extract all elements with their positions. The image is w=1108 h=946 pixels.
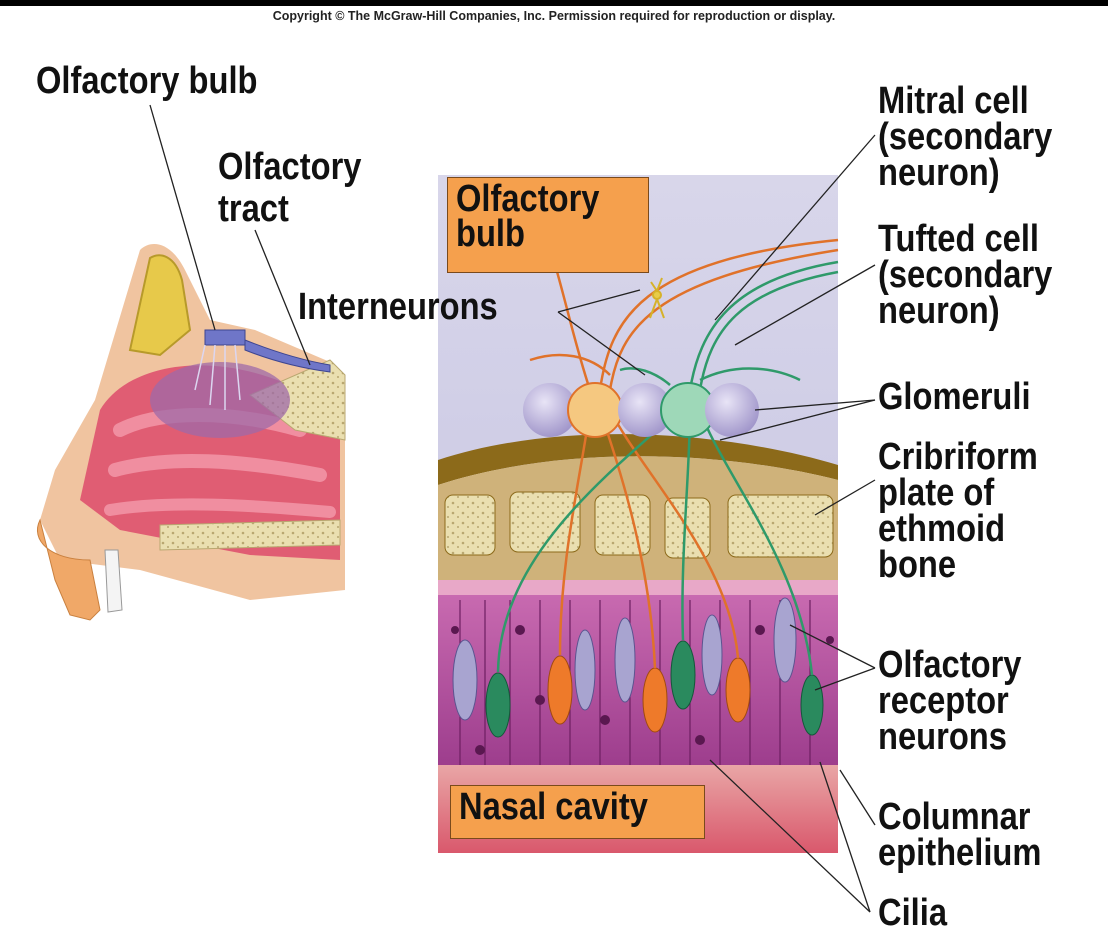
label-cribriform-2: plate of xyxy=(878,476,994,511)
label-interneurons: Interneurons xyxy=(298,290,498,325)
label-receptor-1: Olfactory xyxy=(878,648,1021,683)
label-olfactory-tract-2: tract xyxy=(218,192,289,227)
label-receptor-3: neurons xyxy=(878,720,1007,755)
label-columnar-2: epithelium xyxy=(878,836,1041,871)
label-glomeruli: Glomeruli xyxy=(878,380,1031,415)
label-columnar-1: Columnar xyxy=(878,800,1031,835)
label-tufted-1: Tufted cell xyxy=(878,222,1039,257)
detail-panel xyxy=(438,175,838,853)
label-tufted-2: (secondary xyxy=(878,258,1052,293)
label-mitral-3: neuron) xyxy=(878,156,1000,191)
label-tufted-3: neuron) xyxy=(878,294,1000,329)
label-olfactory-bulb: Olfactory bulb xyxy=(36,64,258,99)
label-cilia: Cilia xyxy=(878,896,947,931)
box-nasal-cavity-text: Nasal cavity xyxy=(459,790,648,825)
label-receptor-2: receptor xyxy=(878,684,1009,719)
glomeruli xyxy=(523,383,759,437)
label-mitral-1: Mitral cell xyxy=(878,84,1029,119)
box-olfactory-bulb-line2: bulb xyxy=(456,217,525,252)
label-olfactory-tract-1: Olfactory xyxy=(218,150,361,185)
label-cribriform-3: ethmoid xyxy=(878,512,1005,547)
label-cribriform-4: bone xyxy=(878,548,956,583)
label-cribriform-1: Cribriform xyxy=(878,440,1038,475)
box-olfactory-bulb-line1: Olfactory xyxy=(456,182,599,217)
box-nasal-cavity: Nasal cavity xyxy=(450,785,705,839)
box-olfactory-bulb: Olfactory bulb xyxy=(447,177,649,273)
label-mitral-2: (secondary xyxy=(878,120,1052,155)
